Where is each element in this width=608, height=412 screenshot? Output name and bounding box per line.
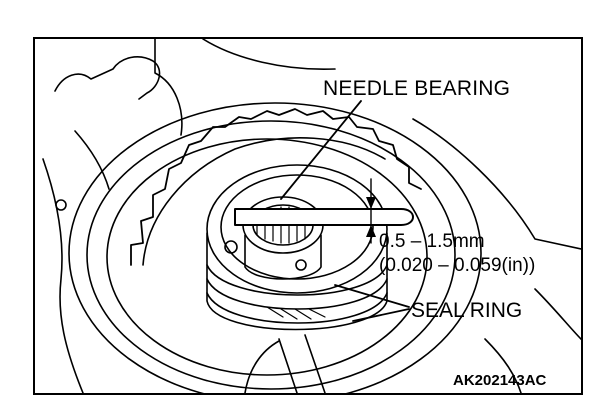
case-lower-right [484, 338, 522, 393]
seal-ring-label: SEAL RING [411, 299, 523, 322]
clearance-mm-label: 0.5 – 1.5mm [379, 231, 485, 252]
case-outline [54, 56, 161, 100]
clearance-in-label: (0.020 – 0.059(in)) [379, 255, 536, 276]
straight-edge [234, 208, 414, 226]
case-lower-left [244, 340, 280, 393]
drum-teeth-inner [142, 137, 386, 266]
needle-bearing-label: NEEDLE BEARING [323, 77, 511, 100]
drum-teeth [130, 108, 422, 266]
housing-ring-mid [86, 120, 456, 390]
needle-leader-line [280, 100, 362, 200]
seal-leader-line-1 [334, 284, 410, 308]
case-lower-right-2 [534, 288, 581, 340]
housing-ring-inner [106, 138, 428, 376]
seal-ring-groove-1 [206, 264, 388, 296]
figure-code-label: AK202143AC [453, 372, 547, 389]
dimension-arrow-bottom [366, 225, 376, 237]
hub-hole-right [295, 259, 307, 271]
transmission-diagram [42, 39, 581, 393]
seal-leader-line-2 [352, 308, 410, 322]
hub-top-flange [206, 164, 388, 294]
hub-body [206, 232, 388, 331]
case-rib [154, 39, 183, 136]
seal-ring-groove-2 [206, 278, 388, 310]
case-wall-inner [74, 130, 110, 190]
case-edge-right [412, 118, 581, 250]
hub-hole-left [224, 240, 238, 254]
seal-ring-groove-3 [206, 292, 388, 324]
case-bolt [55, 199, 67, 211]
dimension-arrow-top [366, 197, 376, 209]
hub-top-inner [220, 174, 374, 280]
case-wall-left [42, 158, 84, 393]
lower-shaft [278, 334, 326, 393]
housing-ring-outer [68, 102, 482, 393]
figure-frame: NEEDLE BEARING 0.5 – 1.5mm (0.020 – 0.05… [33, 37, 583, 395]
seal-ring-hatch [266, 306, 326, 320]
shaft-bore [244, 234, 322, 280]
case-edge-top [202, 39, 336, 71]
